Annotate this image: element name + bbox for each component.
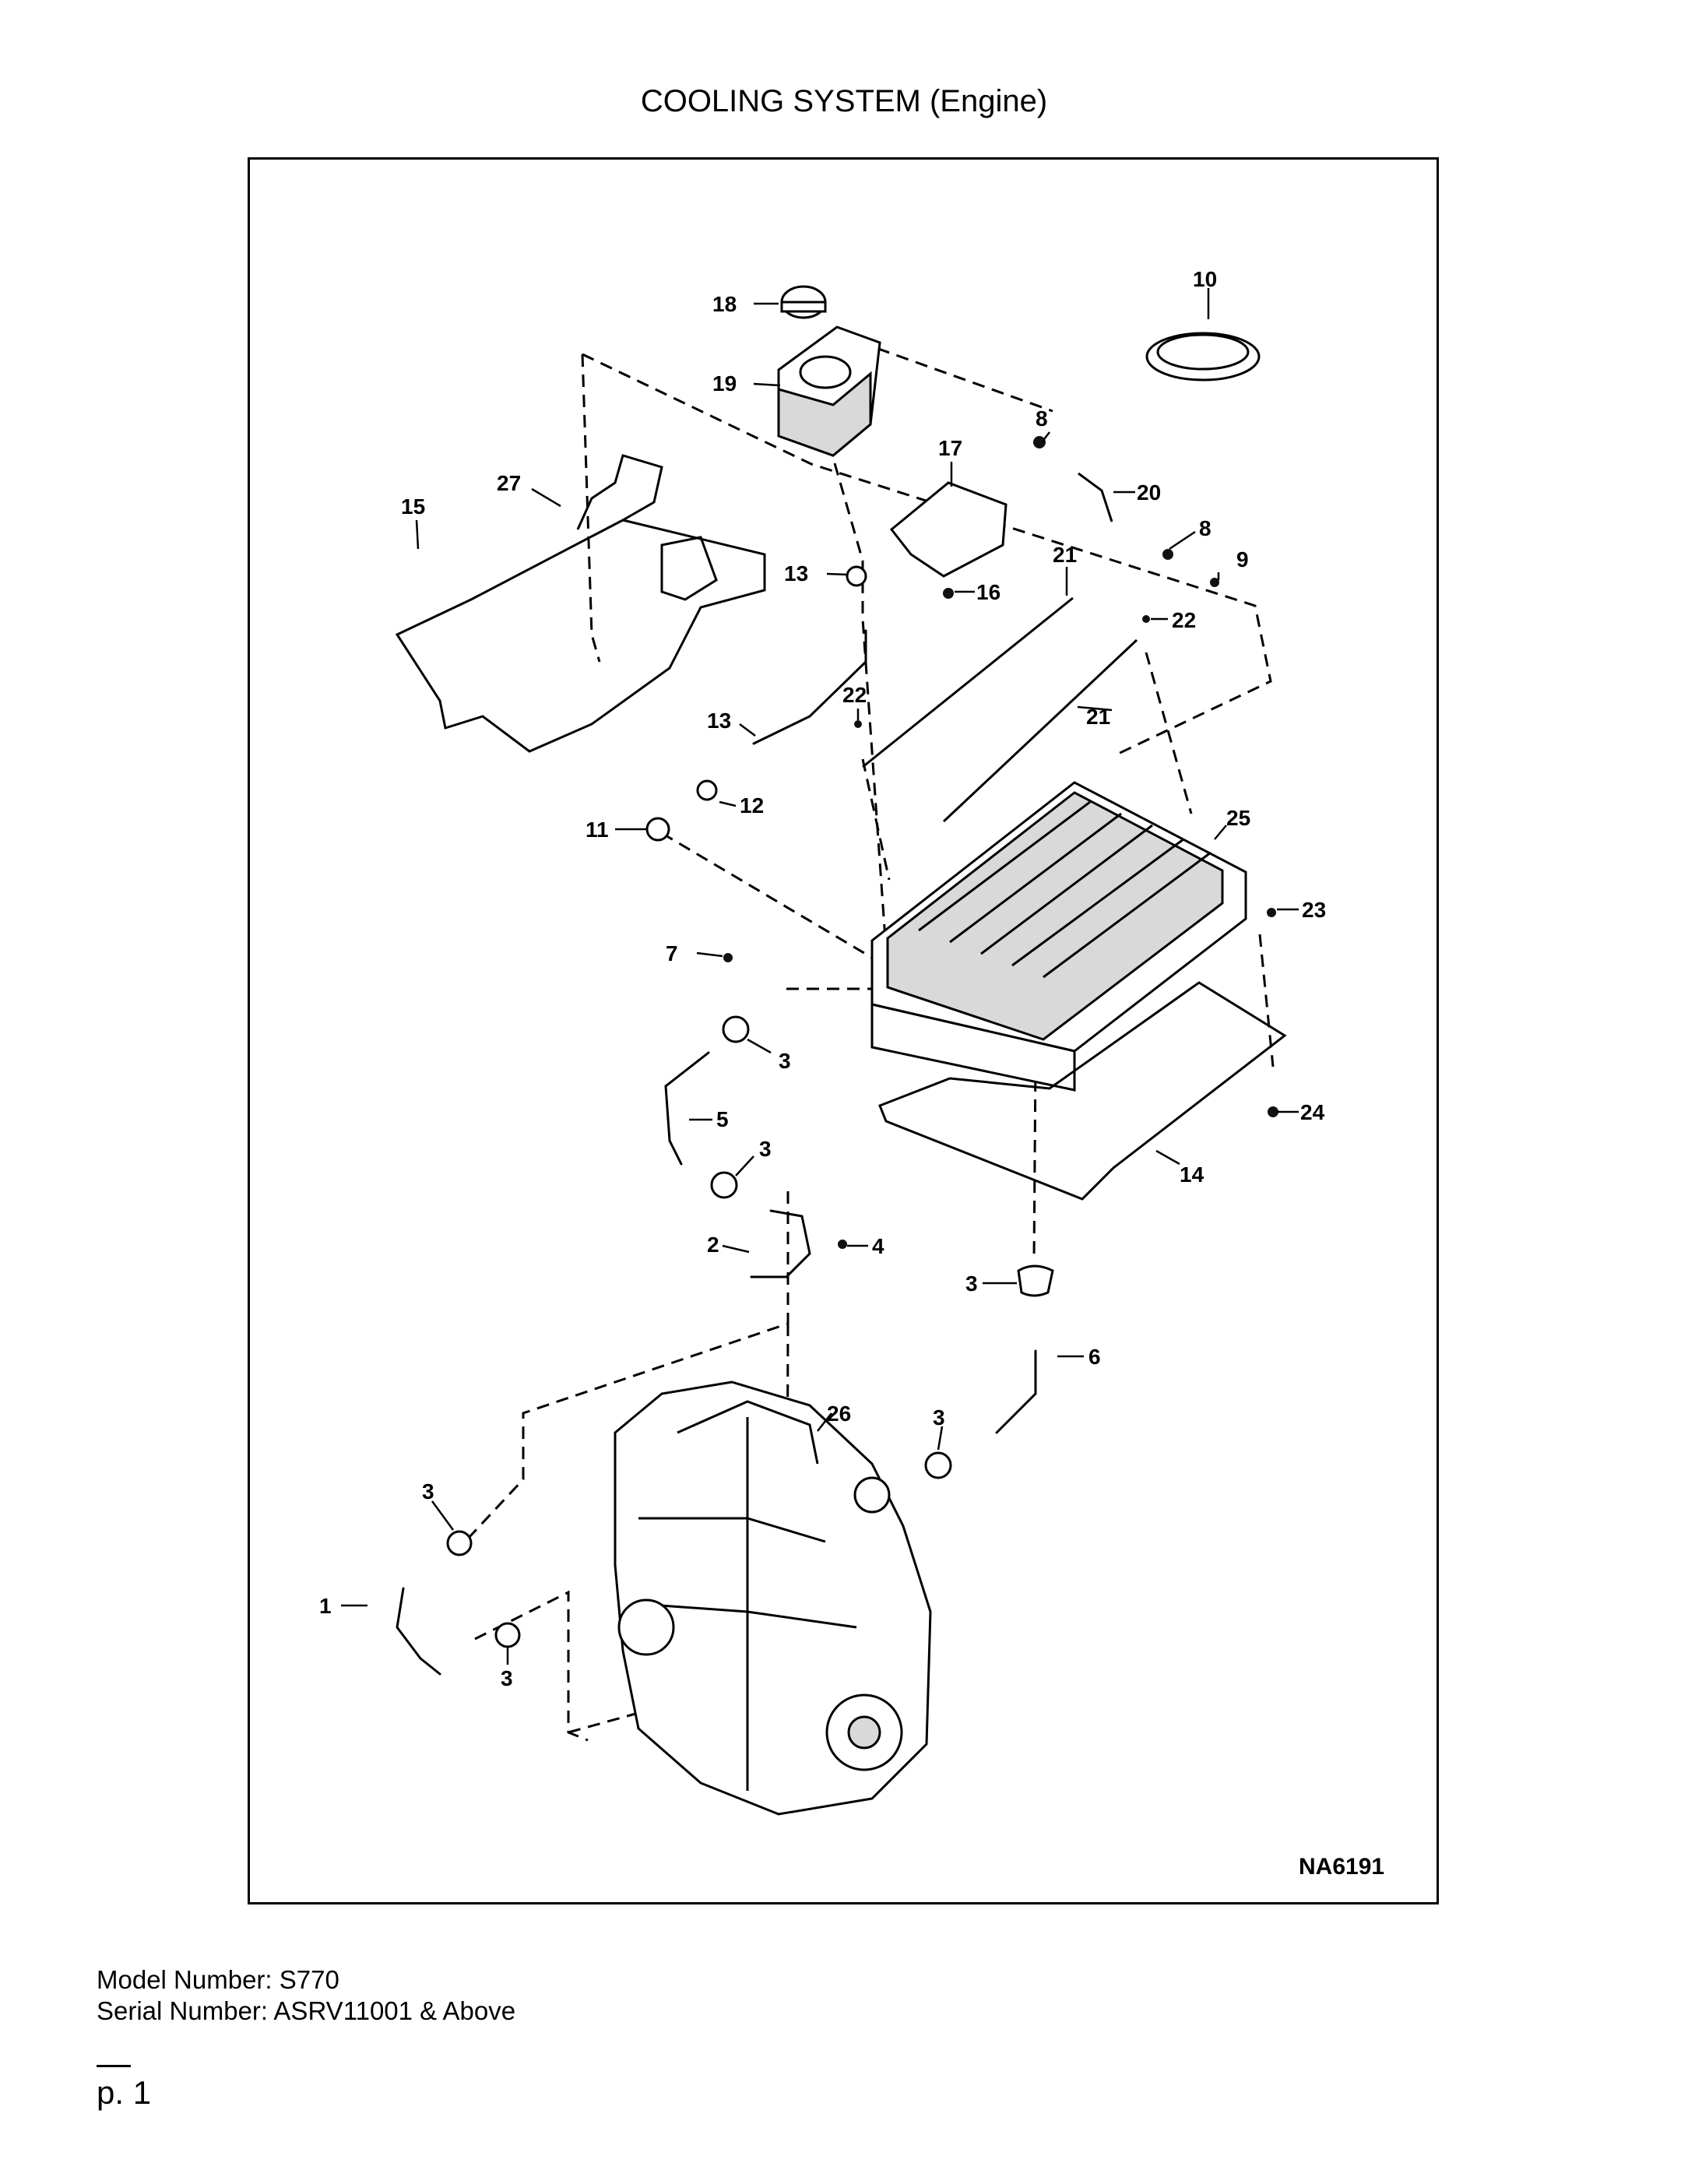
coolant-reservoir-19 — [777, 325, 881, 457]
radiator-part-25 — [870, 781, 1247, 1092]
callout-label: 22 — [1172, 608, 1196, 632]
callout-numbers: 18 10 19 8 17 20 15 27 8 9 13 16 21 22 2… — [319, 267, 1326, 1690]
support-rods-21 — [862, 596, 1138, 823]
bracket-part-27 — [395, 454, 766, 753]
callout-label: 13 — [707, 709, 731, 733]
callout-label: 11 — [586, 818, 609, 842]
callout-label: 1 — [319, 1594, 332, 1618]
callout-label: 5 — [716, 1107, 729, 1131]
clamp-part-3-a — [722, 1015, 750, 1043]
hose-coil-10 — [1145, 332, 1261, 382]
callout-label: 26 — [827, 1401, 851, 1426]
callout-label: 3 — [933, 1405, 945, 1430]
bolt-part-23 — [1267, 908, 1276, 917]
callout-label: 27 — [497, 471, 521, 495]
callout-label: 7 — [666, 941, 678, 965]
callout-label: 16 — [976, 580, 1000, 604]
bolt-part-22-left — [854, 720, 862, 728]
callout-label: 24 — [1300, 1100, 1325, 1124]
clamp-part-3-e — [446, 1530, 473, 1556]
clamp-part-3-c — [1017, 1264, 1054, 1297]
callout-label: 17 — [938, 436, 962, 460]
callout-label: 12 — [740, 793, 764, 818]
callout-label: 3 — [759, 1137, 772, 1161]
clamp-part-12 — [696, 779, 718, 801]
reservoir-cap-18 — [780, 285, 827, 319]
callout-leader-lines — [341, 288, 1299, 1665]
callout-label: 8 — [1199, 516, 1211, 540]
callout-label: 2 — [707, 1233, 719, 1257]
callout-label: 3 — [422, 1479, 434, 1503]
callout-label: 9 — [1236, 547, 1249, 571]
callout-label: 23 — [1302, 898, 1326, 922]
clamp-part-3-b — [710, 1171, 738, 1199]
hose-part-5 — [664, 1051, 710, 1166]
callout-label: 8 — [1036, 406, 1048, 431]
callout-label: 14 — [1180, 1162, 1204, 1187]
page-divider — [97, 2065, 131, 2067]
figure-id: NA6191 — [1299, 1854, 1384, 1880]
callout-label: 3 — [501, 1666, 513, 1690]
diagram-frame — [248, 157, 1439, 1904]
seal-plate-14 — [878, 981, 1287, 1201]
clamp-part-8-lower — [1162, 549, 1173, 560]
bracket-part-17 — [889, 481, 1008, 578]
callout-label: 6 — [1088, 1345, 1101, 1369]
bolt-part-22-right — [1142, 615, 1150, 623]
hose-part-20 — [1078, 472, 1113, 522]
callout-label: 21 — [1053, 543, 1077, 567]
hose-part-13 — [752, 629, 867, 745]
callout-label: 25 — [1226, 806, 1250, 830]
clamp-part-8-upper — [1033, 436, 1046, 448]
clamp-part-3-d — [924, 1451, 952, 1479]
hose-part-1 — [396, 1587, 441, 1676]
callout-label: 22 — [842, 683, 867, 707]
callout-label: 3 — [965, 1271, 978, 1296]
pipe-part-2 — [750, 1209, 811, 1278]
callout-label: 18 — [712, 292, 737, 316]
model-number: Model Number: S770 — [97, 1965, 339, 1994]
nut-part-16 — [943, 588, 954, 599]
bolt-part-4 — [838, 1240, 847, 1249]
page-number: p. 1 — [97, 2074, 152, 2111]
engine-part-26 — [614, 1380, 932, 1816]
callout-label: 10 — [1193, 267, 1217, 291]
callout-label: 3 — [779, 1049, 791, 1073]
callout-label: 19 — [712, 371, 737, 396]
hose-part-6 — [995, 1349, 1037, 1434]
clamp-part-3-f — [494, 1622, 521, 1648]
serial-number: Serial Number: ASRV11001 & Above — [97, 1996, 516, 2025]
callout-label: 21 — [1086, 705, 1110, 729]
fitting-part-9 — [1210, 578, 1219, 587]
callout-label: 15 — [401, 494, 425, 519]
callout-label: 13 — [784, 561, 808, 586]
callout-label: 20 — [1137, 480, 1161, 505]
fitting-part-11 — [645, 817, 670, 842]
page-title: COOLING SYSTEM (Engine) — [640, 84, 1048, 118]
nut-part-24 — [1268, 1106, 1278, 1117]
clamp-part-13 — [846, 565, 867, 587]
bolt-part-7 — [723, 953, 733, 962]
callout-label: 4 — [872, 1234, 884, 1258]
